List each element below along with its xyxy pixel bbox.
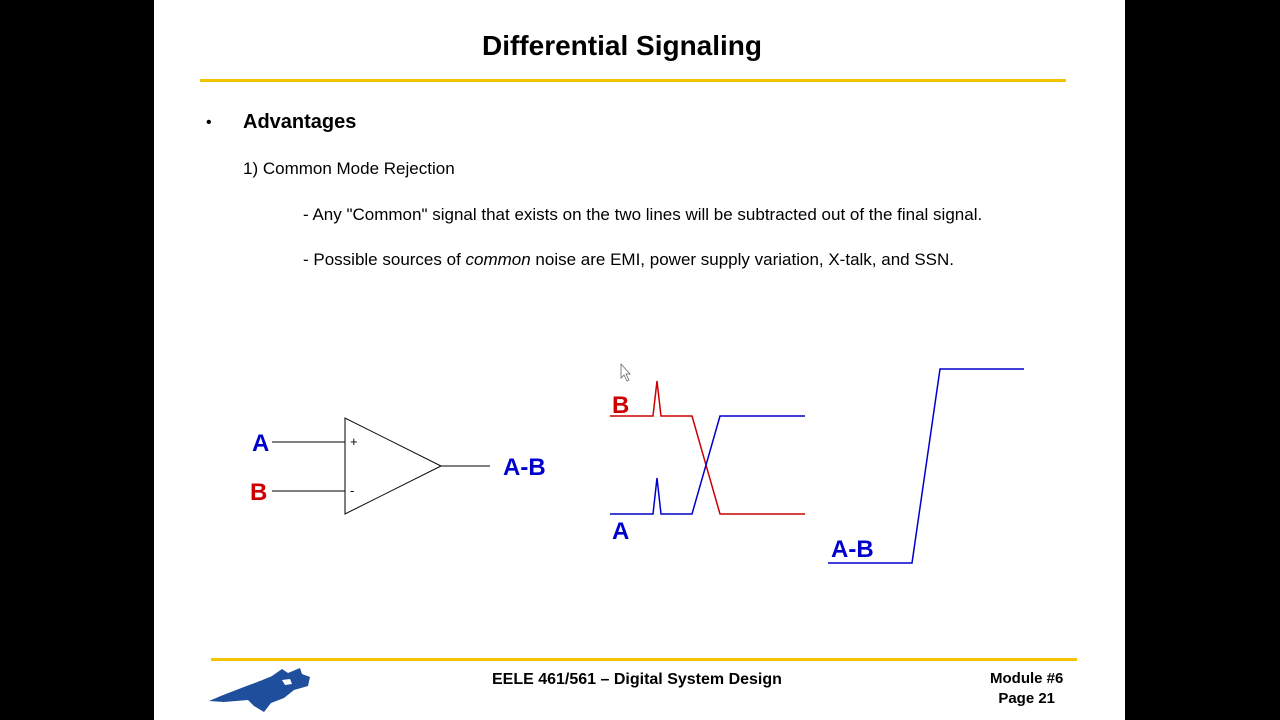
detail-line-2: - Possible sources of common noise are E…: [303, 250, 954, 270]
output-label: A-B: [503, 454, 546, 481]
wave-a-minus-b: [828, 368, 1024, 564]
title-rule: [200, 79, 1066, 82]
module-number: Module #6: [990, 670, 1064, 687]
wave-a: [610, 415, 805, 515]
wave-b-label: B: [612, 392, 629, 419]
detail-line-2-post: noise are EMI, power supply variation, X…: [530, 250, 955, 269]
minus-sign: -: [350, 483, 354, 498]
amplifier-triangle: [344, 417, 443, 515]
wave-diff-label: A-B: [831, 536, 874, 563]
page-number: Page 21: [998, 690, 1056, 707]
amplifier-symbol: + - A B A-B: [250, 417, 546, 515]
bobcat-logo-icon: [209, 668, 310, 712]
input-a-label: A: [252, 430, 269, 457]
input-waveforms: B A: [610, 380, 805, 545]
detail-line-2-pre: - Possible sources of: [303, 250, 466, 269]
bullet-marker: •: [206, 114, 212, 131]
wave-b: [610, 380, 805, 515]
detail-line-2-emphasis: common: [465, 250, 531, 269]
bullet-heading: Advantages: [243, 111, 357, 133]
mouse-cursor-icon: [620, 362, 631, 382]
difference-waveform: A-B: [828, 368, 1024, 564]
slide-title: Differential Signaling: [481, 30, 763, 61]
detail-line-1: - Any "Common" signal that exists on the…: [303, 205, 983, 224]
footer-rule: [211, 658, 1077, 661]
slide: Differential Signaling • Advantages 1) C…: [154, 0, 1125, 720]
page-info: Module #6 Page 21: [990, 669, 1063, 709]
differential-diagram: + - A B A-B B A A-B: [209, 362, 1024, 712]
wave-a-label: A: [612, 518, 629, 545]
subheading: 1) Common Mode Rejection: [243, 159, 455, 178]
plus-sign: +: [350, 434, 358, 449]
course-name: EELE 461/561 – Digital System Design: [492, 671, 782, 688]
input-b-label: B: [250, 479, 267, 506]
